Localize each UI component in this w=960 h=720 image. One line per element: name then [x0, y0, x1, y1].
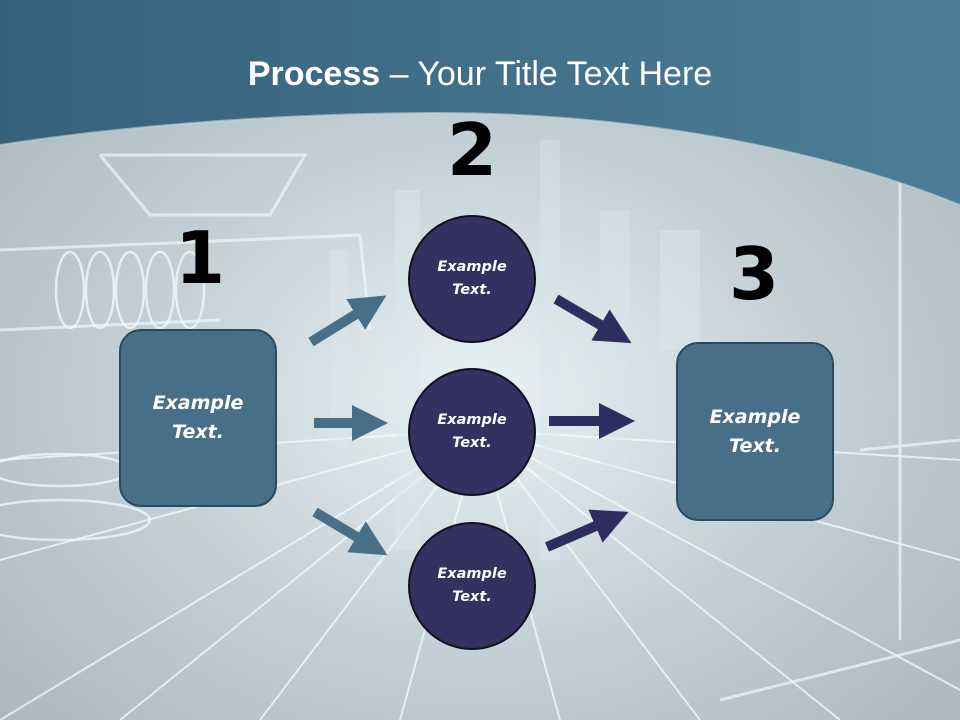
step-number-1: 1 [174, 216, 226, 300]
circle-top-line1: Example [437, 259, 507, 275]
slide-title: Process – Your Title Text Here [0, 52, 960, 96]
step-3-text-line2: Text. [729, 434, 781, 457]
step-1-text-line1: Example [152, 392, 244, 414]
step-2-circle-middle[interactable]: Example Text. [408, 368, 536, 496]
circle-bottom-line1: Example [437, 566, 507, 582]
step-2-circle-top[interactable]: Example Text. [408, 215, 536, 343]
circle-middle-text: Example Text. [437, 409, 506, 455]
step-1-box[interactable]: Example Text. [119, 329, 277, 507]
arrow-1-to-2c [312, 507, 388, 556]
arrow-1-to-2a [308, 295, 387, 347]
step-number-2: 2 [446, 108, 498, 192]
step-3-box[interactable]: Example Text. [676, 342, 834, 521]
arrow-2c-to-3 [545, 509, 629, 552]
circle-middle-line1: Example [437, 412, 507, 428]
step-1-text: Example Text. [153, 389, 244, 447]
step-2-circle-bottom[interactable]: Example Text. [408, 522, 536, 650]
title-rest: – Your Title Text Here [380, 55, 713, 93]
step-3-text-line1: Example [709, 405, 801, 428]
step-number-3: 3 [728, 232, 780, 316]
circle-bottom-text: Example Text. [437, 563, 506, 609]
circle-top-text: Example Text. [437, 256, 506, 302]
circle-top-line2: Text. [452, 282, 492, 298]
step-3-text: Example Text. [710, 403, 801, 461]
circle-bottom-line2: Text. [452, 589, 492, 605]
circle-middle-line2: Text. [452, 435, 492, 451]
arrow-2a-to-3 [553, 294, 632, 344]
step-1-text-line2: Text. [172, 421, 224, 443]
title-bold: Process [247, 55, 381, 93]
